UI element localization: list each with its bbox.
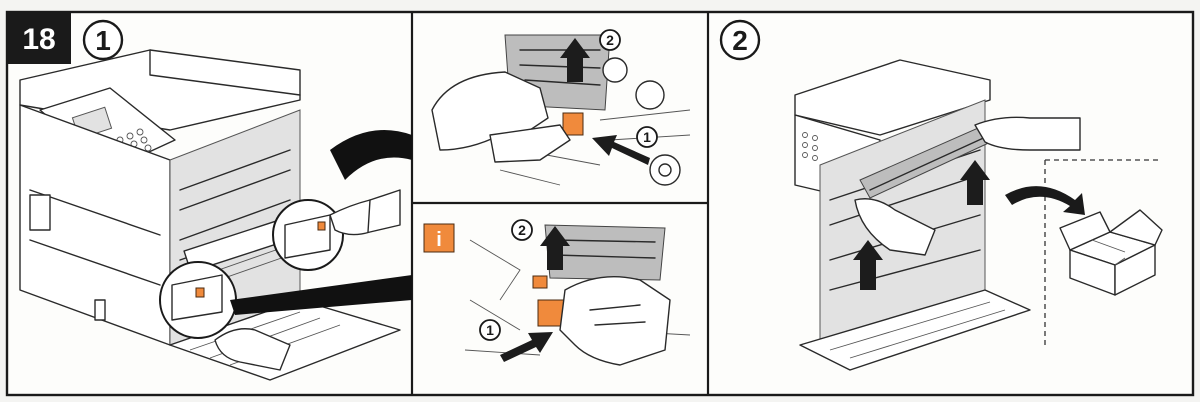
hand-right	[559, 275, 671, 366]
arrow-up-right	[960, 160, 990, 205]
step-badge: 18	[7, 12, 71, 64]
side-cover-open	[169, 299, 401, 381]
panel-2-label-circle	[719, 19, 761, 61]
zoom-upper-roller	[284, 214, 331, 259]
panel-2-label: 2	[719, 19, 761, 61]
keypad-2	[802, 132, 818, 161]
panel-2-illustration	[794, 59, 1163, 371]
hand-panel2-left	[854, 198, 936, 256]
zoom-lower-tab	[195, 287, 205, 298]
printer-scanner-edge	[149, 49, 301, 96]
callout-2: 2	[606, 32, 614, 48]
printer-side-handle	[29, 194, 51, 231]
arrow-up	[560, 38, 590, 82]
callout-2b: 2	[518, 222, 526, 238]
side-cover-ribs-2	[829, 301, 1006, 359]
panel-1-top-illustration: 2 1	[431, 29, 691, 186]
zoom-upper-tab	[317, 221, 326, 231]
arrow-curved	[1005, 186, 1085, 215]
side-cover-open-2	[799, 289, 1031, 371]
orange-tab-small	[532, 275, 548, 289]
arrow-push-2	[500, 332, 553, 362]
zoom-lower-roller	[171, 274, 223, 321]
mechanism-lines-2	[464, 239, 691, 356]
callout-circle-2	[599, 29, 621, 51]
hand-right-fingers	[589, 304, 646, 326]
zoom-wedge-upper	[330, 130, 412, 180]
panel-1-label-text: 1	[95, 25, 111, 56]
arrow-push	[592, 135, 650, 165]
panel-1-label: 1	[82, 19, 124, 61]
hand-lower	[214, 328, 291, 371]
callout-circle-2b	[511, 219, 533, 241]
zoom-wedge-lower	[230, 275, 412, 315]
gear-2	[635, 80, 665, 110]
panel-2-label-text: 2	[732, 25, 748, 56]
printer-latch	[94, 299, 106, 321]
printer-drawers	[29, 189, 161, 286]
roller-unit-lines	[519, 49, 601, 86]
info-badge-text: i	[436, 229, 442, 251]
zoom-circle-upper	[272, 199, 344, 271]
hand-upper-cuff	[367, 199, 371, 233]
panel-1-label-circle	[82, 19, 124, 61]
callout-1: 1	[643, 129, 651, 145]
hand-panel2-right	[974, 116, 1081, 151]
hand-fingers	[489, 124, 571, 163]
arrow-up-left	[853, 240, 883, 290]
callout-circle-1b	[479, 319, 501, 341]
step-number: 18	[22, 23, 55, 56]
panel-1-illustration	[19, 49, 412, 381]
gear-3-hub	[658, 163, 672, 177]
box-icon	[1059, 209, 1163, 296]
callout-circle-1	[636, 126, 658, 148]
arrow-up-2	[540, 226, 570, 270]
panel-1-bottom-illustration: i 2 1	[423, 219, 691, 366]
transfer-roller-axis	[869, 134, 991, 191]
callout-1b: 1	[486, 322, 494, 338]
gear-3	[649, 154, 681, 186]
hand-upper	[329, 189, 401, 236]
info-badge	[423, 223, 455, 253]
gear-1	[602, 57, 628, 83]
roller-unit-lines-2	[554, 239, 656, 259]
step-badge-bg	[7, 12, 71, 64]
orange-tab	[562, 112, 584, 136]
